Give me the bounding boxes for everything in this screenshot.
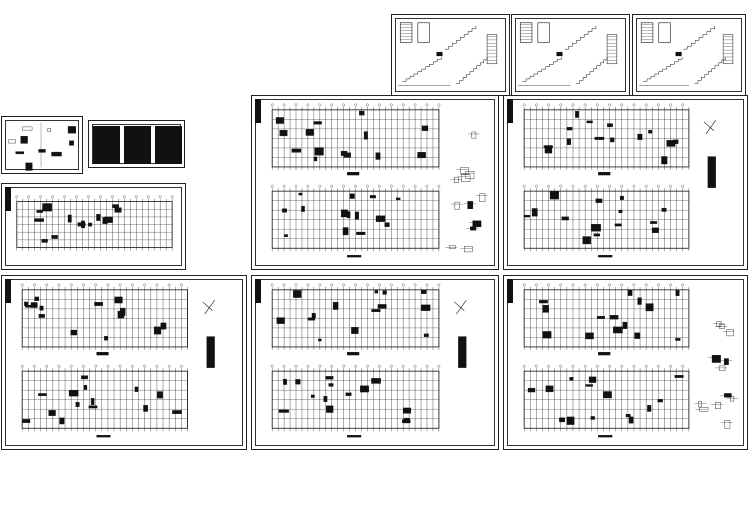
notes-block-3 — [155, 126, 182, 164]
sheet-frame — [5, 187, 182, 266]
floor-plan-drawing — [522, 283, 739, 438]
plan-sheet-bottom-middle — [251, 275, 499, 450]
title-strip — [255, 99, 261, 123]
stair-detail-drawing — [639, 22, 734, 86]
sheet-frame — [395, 18, 506, 92]
sheet-frame — [515, 18, 626, 92]
title-strip — [5, 187, 11, 211]
stair-detail-sheet-2 — [511, 14, 630, 96]
title-strip — [255, 279, 261, 303]
sheet-frame — [5, 120, 79, 170]
sheet-frame — [255, 99, 495, 266]
title-strip — [5, 279, 11, 303]
sheet-frame — [507, 99, 744, 266]
notes-sheet — [88, 120, 185, 168]
sheet-frame — [5, 279, 243, 446]
plan-sheet-top-middle — [251, 95, 499, 270]
floor-plan-drawing — [270, 283, 467, 438]
title-strip — [507, 99, 513, 123]
floor-plan-drawing — [15, 195, 174, 251]
sheet-frame — [636, 18, 742, 92]
small-detail-drawing — [8, 122, 76, 171]
floor-plan-drawing — [270, 103, 488, 258]
long-plan-sheet — [1, 183, 186, 270]
stair-detail-sheet-1 — [391, 14, 510, 96]
stair-detail-drawing — [518, 22, 618, 86]
small-detail-sheet — [1, 116, 83, 174]
floor-plan-drawing — [20, 283, 215, 438]
sheet-frame — [507, 279, 744, 446]
notes-block-1 — [93, 126, 120, 164]
stair-detail-sheet-3 — [632, 14, 746, 96]
stair-detail-drawing — [398, 22, 498, 86]
floor-plan-drawing — [522, 103, 716, 258]
plan-sheet-bottom-left — [1, 275, 247, 450]
title-strip — [507, 279, 513, 303]
notes-block-2 — [124, 126, 151, 164]
plan-sheet-bottom-right — [503, 275, 748, 450]
plan-sheet-top-right — [503, 95, 748, 270]
sheet-frame — [255, 279, 495, 446]
